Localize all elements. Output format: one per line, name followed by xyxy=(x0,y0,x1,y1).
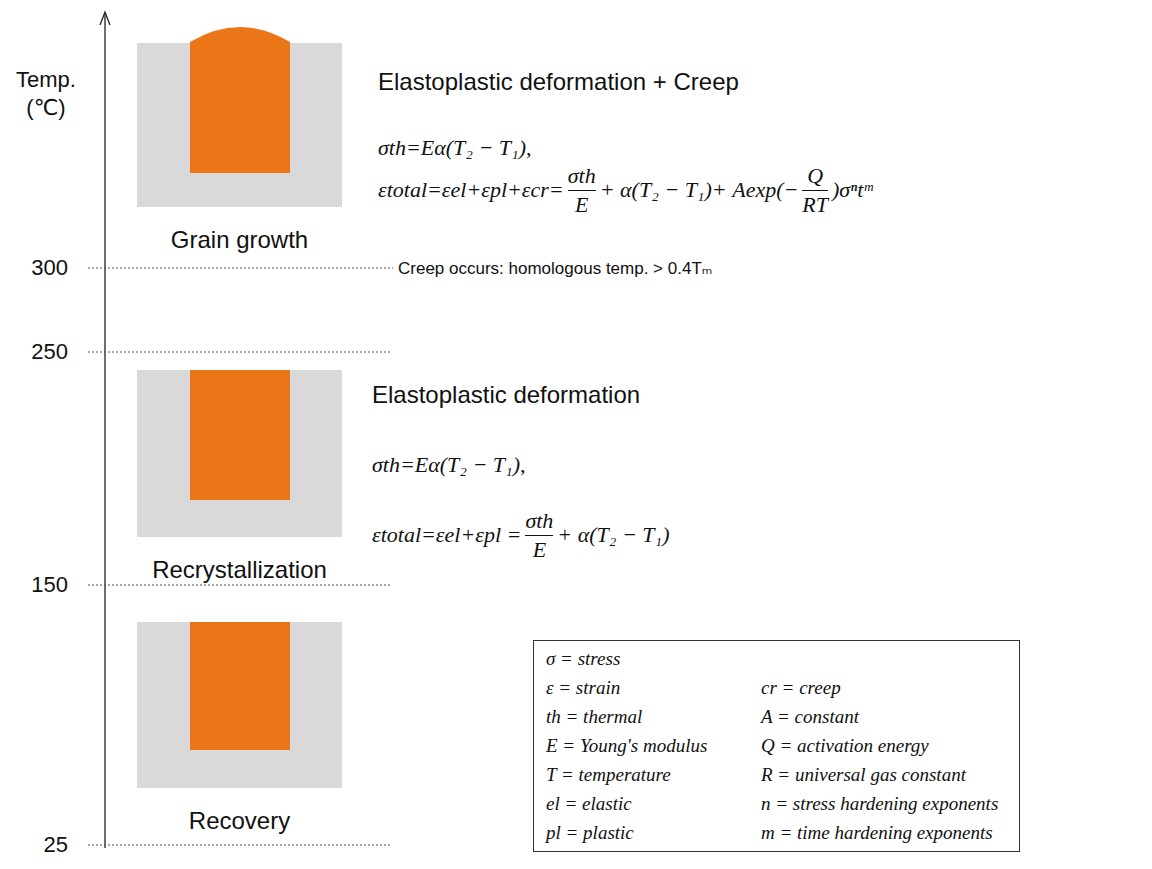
symbol-definition: cr = creep xyxy=(761,677,841,699)
equation-text: + α(T₂ − T₁)+ Aexp(− xyxy=(600,177,799,203)
equation-line: εtotal=εel+εpl =σthE+ α(T₂ − T₁) xyxy=(372,508,670,563)
stage-label: Recovery xyxy=(189,807,290,835)
symbol-definition: σ = stress xyxy=(546,648,620,670)
axis-arrow xyxy=(100,12,110,25)
regime-heading: Elastoplastic deformation xyxy=(372,381,640,409)
tick-label: 300 xyxy=(31,255,68,281)
axis-line xyxy=(104,13,105,848)
equation-line: σth=Eα(T₂ − T₁), xyxy=(372,452,526,478)
stage-label: Recrystallization xyxy=(152,556,327,584)
symbol-definition: R = universal gas constant xyxy=(761,764,966,786)
via-stage: Recovery xyxy=(137,622,342,788)
temperature-axis xyxy=(100,12,110,848)
via-stage: Recrystallization xyxy=(137,370,342,537)
tick-label: 250 xyxy=(31,339,68,365)
level-line xyxy=(88,352,390,353)
symbol-definition: Q = activation energy xyxy=(761,735,929,757)
symbol-definition: ε = strain xyxy=(546,677,620,699)
regime-heading: Elastoplastic deformation + Creep xyxy=(378,68,739,96)
fraction: Q RT xyxy=(802,163,828,218)
copper-via-protruded xyxy=(190,27,290,173)
equation-text: εtotal=εel+εpl = xyxy=(372,522,521,548)
level-line xyxy=(88,845,390,846)
symbol-definition: m = time hardening exponents xyxy=(761,822,993,844)
equation-text: + α(T₂ − T₁) xyxy=(557,522,669,548)
symbol-legend-box: σ = stress ε = strain cr = creep th = therm… xyxy=(533,640,1020,852)
via-stage: Grain growth xyxy=(137,43,342,207)
symbol-definition: n = stress hardening exponents xyxy=(761,793,998,815)
via-illustrations xyxy=(137,27,342,788)
symbol-definition: pl = plastic xyxy=(546,822,634,844)
equation-text: σth=Eα(T₂ − T₁), xyxy=(372,452,526,478)
equation-line: εtotal=εel+εpl+εcr=σthE+ α(T₂ − T₁)+ Aex… xyxy=(378,163,872,218)
fraction-bar xyxy=(525,535,553,536)
threshold-note: Creep occurs: homologous temp. > 0.4Tₘ xyxy=(398,258,712,279)
symbol-definition: E = Young's modulus xyxy=(546,735,707,757)
fraction-denominator: E xyxy=(533,537,546,563)
fraction: σthE xyxy=(568,163,596,218)
fraction-denominator: RT xyxy=(802,192,828,218)
symbol-definition: th = thermal xyxy=(546,706,642,728)
stage-label: Grain growth xyxy=(171,226,308,254)
symbol-definition: el = elastic xyxy=(546,793,632,815)
temperature-lines xyxy=(88,268,393,845)
symbol-definition: A = constant xyxy=(761,706,859,728)
equation-line: σth=Eα(T₂ − T₁), xyxy=(378,135,532,161)
equation-text: )σⁿtᵐ xyxy=(832,177,872,203)
fraction-numerator: σth xyxy=(525,508,553,534)
copper-via xyxy=(190,370,290,500)
axis-unit: (℃) xyxy=(26,95,65,121)
substrate xyxy=(137,622,342,788)
fraction: σthE xyxy=(525,508,553,563)
equation-text: εtotal=εel+εpl+εcr= xyxy=(378,177,564,203)
copper-via xyxy=(190,622,290,750)
fraction-bar xyxy=(802,190,828,191)
tick-label: 150 xyxy=(31,572,68,598)
equation-text: σth=Eα(T₂ − T₁), xyxy=(378,135,532,161)
fraction-numerator: Q xyxy=(807,163,823,189)
tick-label: 25 xyxy=(44,832,68,858)
symbol-definition: T = temperature xyxy=(546,764,671,786)
level-line xyxy=(88,585,390,586)
fraction-denominator: E xyxy=(575,192,588,218)
level-line xyxy=(88,268,393,269)
fraction-numerator: σth xyxy=(568,163,596,189)
axis-title: Temp. xyxy=(16,67,76,93)
substrate xyxy=(137,370,342,537)
fraction-bar xyxy=(568,190,596,191)
